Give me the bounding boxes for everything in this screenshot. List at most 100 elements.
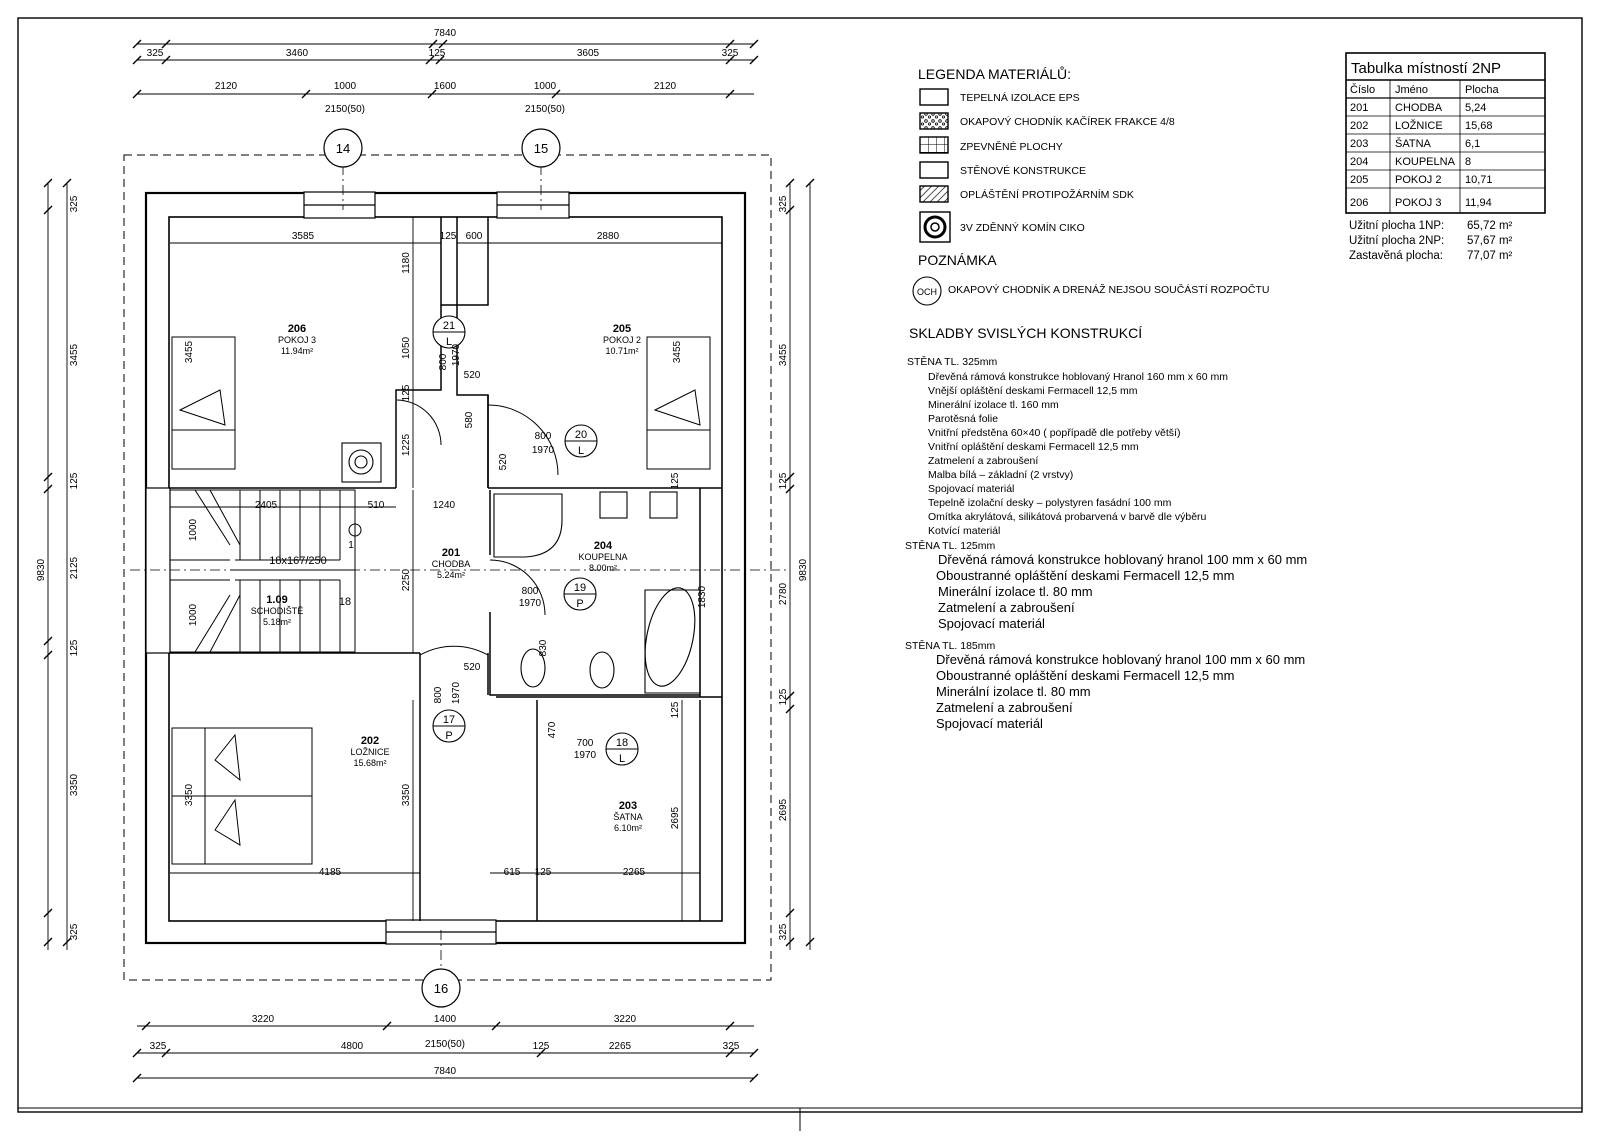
legend-label: OPLÁŠTĚNÍ PROTIPOŽÁRNÍM SDK — [960, 188, 1134, 201]
note-section: POZNÁMKA OCH OKAPOVÝ CHODNÍK A DRENÁŽ NE… — [912, 252, 1269, 306]
beds — [171, 336, 711, 865]
wall3-line: Spojovací materiál — [936, 716, 1043, 731]
room-name: POKOJ 2 — [603, 335, 641, 345]
dim-top-sub-1: 2150(50) — [325, 104, 365, 115]
dim-top-4: 3605 — [577, 48, 600, 59]
dim-bot-r2-5: 325 — [723, 1041, 740, 1052]
summary-label: Užitní plocha 2NP: — [1349, 235, 1444, 247]
legend-swatch-hatch — [919, 185, 949, 203]
door-side: L — [578, 445, 584, 457]
dim-top-r2-2: 1000 — [334, 81, 357, 92]
dim-int: 125 — [440, 231, 457, 242]
summary-label: Zastavěná plocha: — [1349, 250, 1443, 262]
dim-int: 800 — [433, 686, 444, 703]
wall2-line: Spojovací materiál — [938, 616, 1045, 631]
dim-int: 2265 — [623, 867, 646, 878]
room-table — [1345, 52, 1546, 214]
dim-left-3: 125 — [69, 472, 80, 489]
legend-label: ZPEVNĚNÉ PLOCHY — [960, 140, 1063, 153]
dimension-ticks — [43, 39, 815, 1083]
room-name: KOUPELNA — [578, 552, 627, 562]
wall1-title: STĚNA TL. 325mm — [907, 355, 998, 368]
door-number: 18 — [616, 737, 628, 749]
dim-int: 1970 — [451, 681, 462, 704]
dim-int: 125 — [670, 472, 681, 489]
legend-title: LEGENDA MATERIÁLŮ: — [918, 65, 1071, 82]
axis-label: 15 — [534, 141, 548, 156]
dim-int: 520 — [464, 662, 481, 673]
dim-left-total: 9830 — [36, 558, 47, 581]
dim-left-6: 3350 — [69, 773, 80, 796]
dim-int: 1180 — [401, 252, 412, 274]
dim-top-1: 325 — [147, 48, 164, 59]
room-number: 201 — [442, 547, 460, 559]
room-name: POKOJ 3 — [278, 335, 316, 345]
dim-int: 1970 — [519, 598, 542, 609]
dim-bot-2: 1400 — [434, 1014, 457, 1025]
dim-int: 1970 — [451, 343, 462, 366]
note-text: OKAPOVÝ CHODNÍK A DRENÁŽ NEJSOU SOUČÁSTÍ… — [948, 283, 1269, 296]
legend-label: 3V ZDĚNNÝ KOMÍN CIKO — [960, 221, 1085, 234]
dim-bot-r2-1: 325 — [150, 1041, 167, 1052]
dim-right-4: 2780 — [778, 582, 789, 605]
room-table-text: Tabulka místností 2NP Číslo Jméno Plocha… — [1349, 60, 1513, 262]
dim-int: 125 — [535, 867, 552, 878]
wall1-line: Malba bílá – základní (2 vrstvy) — [928, 469, 1073, 481]
dim-int: 1225 — [401, 433, 412, 456]
legend-swatch-wall — [919, 161, 949, 179]
table-cell: ŠATNA — [1395, 137, 1432, 150]
wall1-line: Minerální izolace tl. 160 mm — [928, 399, 1059, 411]
dim-int: 1970 — [574, 750, 597, 761]
door-number: 19 — [574, 582, 586, 594]
material-legend: LEGENDA MATERIÁLŮ: TEPELNÁ IZOLACE EPS O… — [918, 65, 1175, 243]
legend-label: STĚNOVÉ KONSTRUKCE — [960, 164, 1086, 177]
dim-left-5: 125 — [69, 639, 80, 656]
dim-top-total: 7840 — [434, 28, 457, 39]
table-cell: 11,94 — [1465, 197, 1492, 209]
wall1-line: Vnější opláštění deskami Fermacell 12,5 … — [928, 385, 1138, 397]
axis-16-marker — [421, 968, 461, 1008]
axis-markers — [323, 128, 561, 1008]
door-number: 21 — [443, 320, 455, 332]
dim-top-r2-3: 1600 — [434, 81, 457, 92]
dim-int: 4185 — [319, 867, 342, 878]
room-area: 5.18m² — [263, 617, 291, 627]
summary-label: Užitní plocha 1NP: — [1349, 220, 1444, 232]
dim-int: 1050 — [401, 336, 412, 359]
dim-bot-1: 3220 — [252, 1014, 275, 1025]
interior-dimension-texts: 3585 125 600 2880 1180 1050 3455 3455 80… — [184, 231, 708, 878]
dim-int: 2880 — [597, 231, 620, 242]
table-cell: 5,24 — [1465, 102, 1486, 114]
dim-int: 700 — [577, 738, 594, 749]
dim-int: 1000 — [188, 518, 199, 541]
table-cell: 205 — [1350, 174, 1368, 186]
room-area: 15.68m² — [353, 758, 386, 768]
door-markers — [432, 315, 639, 766]
wall2-line: Zatmelení a zabroušení — [938, 600, 1075, 615]
dim-top-r2-1: 2120 — [215, 81, 238, 92]
dim-bot-sub: 2150(50) — [425, 1039, 465, 1050]
dim-top-3: 125 — [429, 48, 446, 59]
dim-int: 3585 — [292, 231, 315, 242]
table-cell: 202 — [1350, 120, 1368, 132]
wall2-line: Minerální izolace tl. 80 mm — [938, 584, 1093, 599]
wall3-line: Zatmelení a zabroušení — [936, 700, 1073, 715]
wall1-line: Dřevěná rámová konstrukce hoblovaný Hran… — [928, 371, 1228, 383]
room-number: 204 — [594, 540, 613, 552]
room-name: LOŽNICE — [350, 747, 389, 757]
wall3-line: Minerální izolace tl. 80 mm — [936, 684, 1091, 699]
room-number: 202 — [361, 735, 379, 747]
axis-label: 14 — [336, 141, 350, 156]
wall2-line: Oboustranné opláštění deskami Fermacell … — [936, 568, 1234, 583]
room-area: 10.71m² — [605, 346, 638, 356]
dim-bot-r2-2: 4800 — [341, 1041, 364, 1052]
dim-int: 520 — [464, 370, 481, 381]
wall2-line: Dřevěná rámová konstrukce hoblovaný hran… — [938, 552, 1307, 567]
dim-bot-r2-4: 2265 — [609, 1041, 632, 1052]
table-title: Tabulka místností 2NP — [1351, 60, 1501, 77]
room-labels: 206 POKOJ 3 11.94m² 205 POKOJ 2 10.71m² … — [251, 323, 643, 833]
wall1-line: Parotěsná folie — [928, 413, 998, 425]
dim-left-7: 325 — [69, 923, 80, 940]
dim-int: 1000 — [188, 603, 199, 626]
